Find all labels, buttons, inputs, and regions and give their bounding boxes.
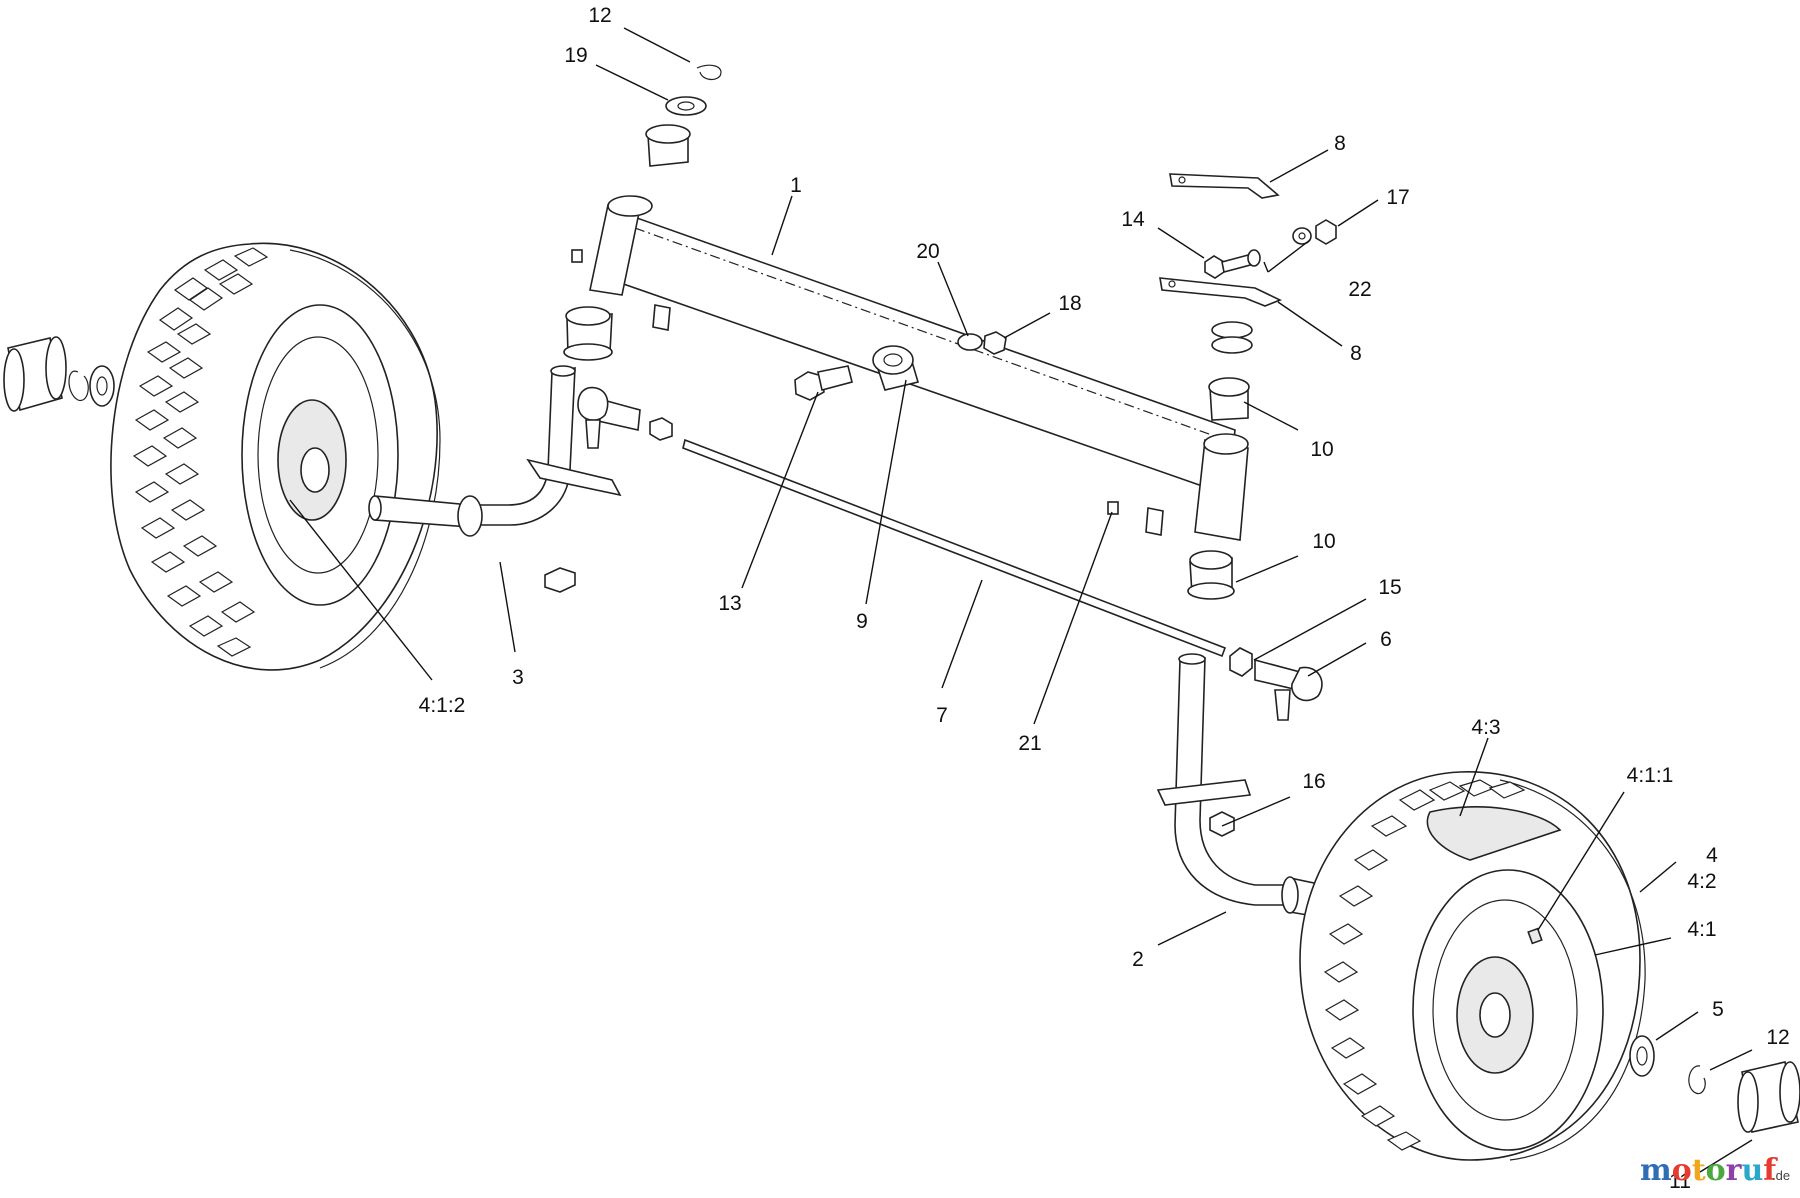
callout-7: 7 [936,704,948,727]
pivot-bolt [794,365,853,401]
callout-4-1-1: 4:1:1 [1627,764,1674,787]
callout-4-3: 4:3 [1471,716,1500,739]
callout-4: 4 [1706,844,1718,867]
grease-fitting-left [571,249,583,263]
left-hub-cap [3,336,67,412]
left-wheel [110,242,441,671]
callout-4-1: 4:1 [1687,918,1716,941]
callout-17: 17 [1386,186,1409,209]
axle-beam [589,195,1249,541]
watermark-letter: t [1692,1153,1706,1188]
right-tire-tread [1323,779,1526,1151]
link-nut [1315,219,1337,245]
link-washer [1292,227,1312,245]
right-hub-cap [1737,1061,1800,1133]
left-tie-rod-end [577,386,673,449]
watermark-letter: f [1763,1153,1778,1188]
right-tie-rod-end [1254,658,1323,721]
left-hex-nut [544,567,576,593]
callout-labels: 12 19 1 8 17 14 22 20 18 8 10 10 15 6 13… [419,4,1790,1193]
pivot-bushing [872,345,920,391]
tie-rod [682,438,1227,658]
callout-8-top: 8 [1334,132,1346,155]
callout-19: 19 [564,44,587,67]
callout-4-1-2: 4:1:2 [419,694,466,717]
grease-fitting-right [1107,501,1119,515]
callout-21: 21 [1018,732,1041,755]
callout-18: 18 [1058,292,1081,315]
top-left-bushing [645,124,691,167]
svg-text:motoruf: motoruf [1640,1153,1778,1188]
right-lower-bushing [1187,550,1235,600]
callout-9: 9 [856,610,868,633]
callout-10-top: 10 [1310,438,1333,461]
watermark-suffix: .de [1772,1168,1790,1183]
callout-16: 16 [1302,770,1325,793]
watermark-letter: o [1672,1153,1692,1188]
left-tire-tread [132,247,269,657]
beam-nut-bolt [957,331,1007,355]
left-e-clip [68,370,89,402]
watermark-letter: m [1640,1153,1672,1188]
motoruf-watermark: motoruf .de [1640,1153,1790,1188]
watermark-letter: u [1741,1153,1763,1188]
right-spindle-nut [1209,811,1235,837]
callout-22: 22 [1348,278,1371,301]
left-lower-bushing [563,306,613,361]
link-bolt [1204,249,1261,279]
top-washer [665,96,707,116]
left-spindle [368,365,622,537]
callout-12-top: 12 [588,4,611,27]
callout-14: 14 [1121,208,1145,231]
callout-2: 2 [1132,948,1144,971]
right-upper-bushing [1208,377,1250,421]
right-wheel [1299,771,1646,1161]
right-washer [1629,1035,1655,1077]
callout-11: 11 [1669,1170,1691,1193]
callout-10-bottom: 10 [1312,530,1335,553]
watermark-letter: o [1706,1153,1726,1188]
callout-15: 15 [1378,576,1401,599]
leader-lines [289,27,1753,1173]
callout-8-bottom: 8 [1350,342,1362,365]
left-washer [89,365,115,407]
callout-20: 20 [916,240,939,263]
right-jam-nut [1229,647,1253,677]
callout-3: 3 [512,666,524,689]
callout-4-2: 4:2 [1687,870,1716,893]
callout-5: 5 [1712,998,1724,1021]
callout-13: 13 [718,592,741,615]
lower-steering-link [1159,277,1282,307]
right-e-clip [1688,1065,1706,1095]
upper-steering-link [1169,173,1280,199]
callout-6: 6 [1380,628,1392,651]
watermark-letter: r [1726,1153,1743,1188]
right-spacer-washers [1211,321,1253,354]
top-e-clip [696,64,722,81]
callout-1: 1 [790,174,802,197]
callout-12-bottom: 12 [1766,1026,1789,1049]
